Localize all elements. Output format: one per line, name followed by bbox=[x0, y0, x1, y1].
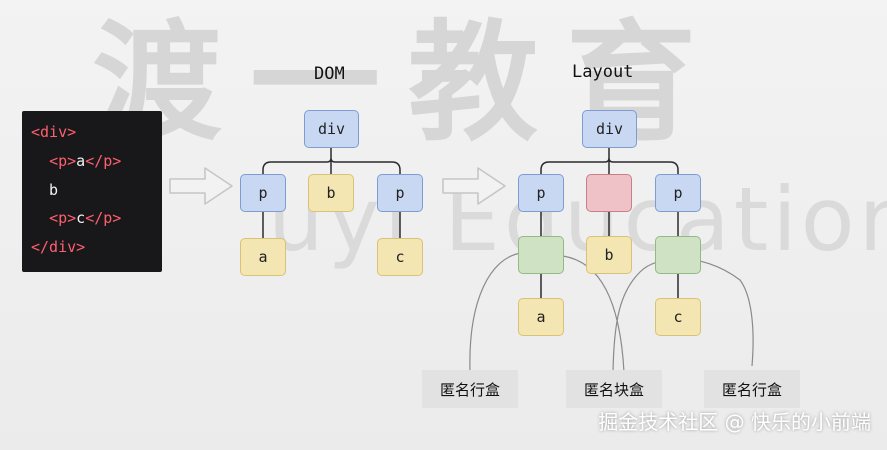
dom-node-text-b: b bbox=[308, 174, 354, 212]
code-text bbox=[31, 209, 49, 227]
code-text: b bbox=[31, 181, 59, 199]
layout-title: Layout bbox=[572, 62, 634, 82]
code-tag: <p> bbox=[49, 152, 77, 170]
code-line-4: <p>c</p> bbox=[31, 209, 121, 227]
dom-node-text-c: c bbox=[377, 238, 423, 276]
dom-node-div: div bbox=[304, 110, 359, 148]
code-line-5: </div> bbox=[31, 238, 85, 256]
layout-node-text-a: a bbox=[518, 298, 564, 336]
code-tag: <p> bbox=[49, 209, 77, 227]
code-text: a bbox=[76, 152, 86, 170]
label-anonymous-inline-left: 匿名行盒 bbox=[422, 370, 518, 408]
layout-node-text-c: c bbox=[655, 298, 701, 336]
layout-node-text-b: b bbox=[586, 236, 632, 274]
code-tag: </p> bbox=[85, 152, 122, 170]
footer-credit: 掘金技术社区 @ 快乐的小前端 bbox=[598, 410, 871, 434]
layout-node-p-first: p bbox=[518, 174, 564, 212]
dom-node-p-second: p bbox=[377, 174, 423, 212]
dom-title: DOM bbox=[314, 64, 345, 84]
layout-node-div: div bbox=[582, 110, 637, 148]
html-code-panel: <div> <p>a</p> b <p>c</p> </div> bbox=[22, 111, 162, 272]
layout-node-anonymous-block bbox=[586, 174, 632, 212]
code-tag: </div> bbox=[31, 238, 86, 256]
code-line-1: <div> bbox=[31, 123, 76, 141]
watermark-text: uyi Education bbox=[268, 168, 887, 271]
layout-node-p-second: p bbox=[655, 174, 701, 212]
code-tag: </p> bbox=[85, 209, 122, 227]
code-line-2: <p>a</p> bbox=[31, 152, 121, 170]
label-anonymous-inline-right: 匿名行盒 bbox=[704, 370, 800, 408]
layout-node-anonymous-inline-second bbox=[655, 236, 701, 274]
dom-node-p-first: p bbox=[240, 174, 286, 212]
code-text: c bbox=[76, 209, 86, 227]
dom-node-text-a: a bbox=[240, 238, 286, 276]
layout-node-anonymous-inline-first bbox=[518, 236, 564, 274]
code-line-3: b bbox=[31, 181, 58, 199]
code-tag: <div> bbox=[31, 123, 77, 141]
code-text bbox=[31, 152, 49, 170]
label-anonymous-block: 匿名块盒 bbox=[566, 370, 662, 408]
